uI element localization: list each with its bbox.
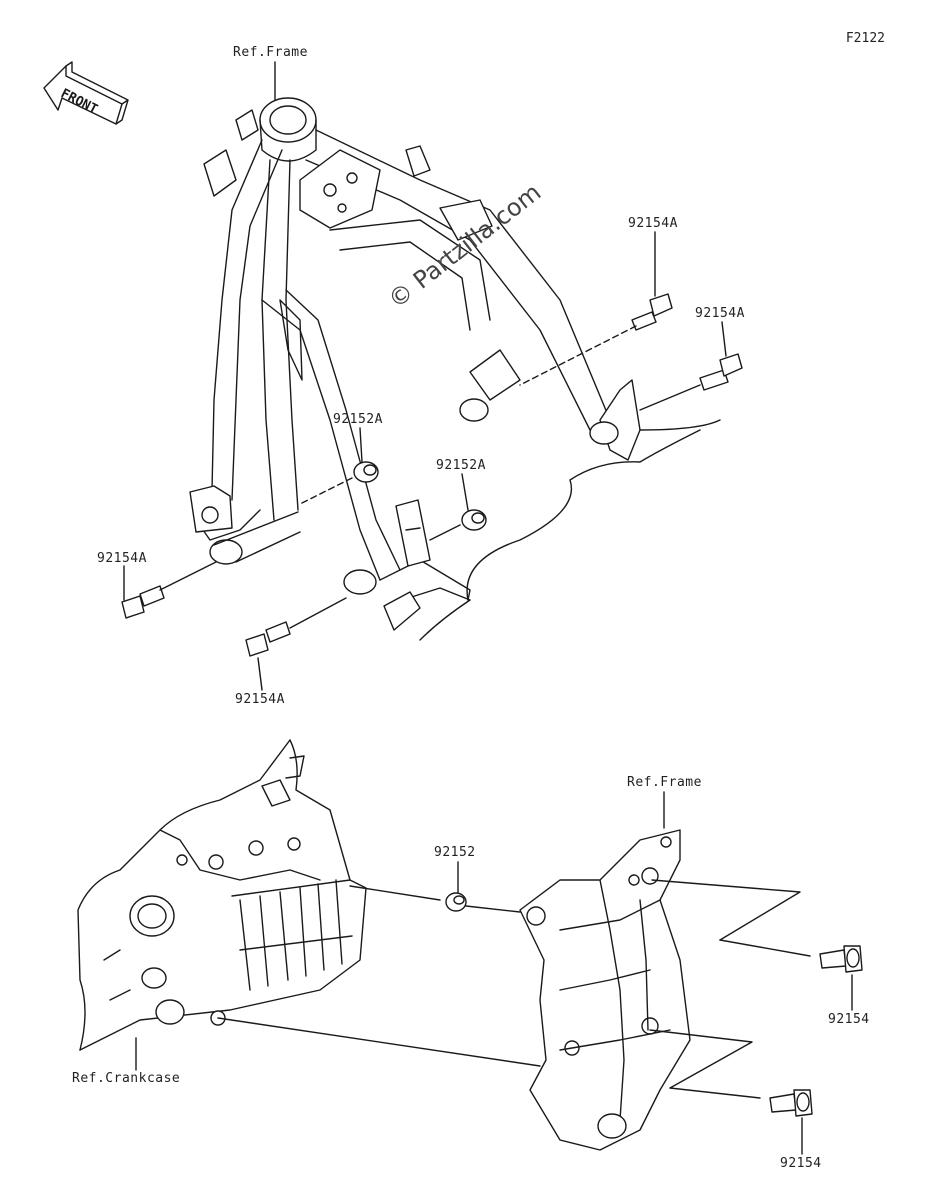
- ref-crankcase-label: Ref.Crankcase: [72, 1071, 181, 1086]
- part-92154A-bottom[interactable]: 92154A: [235, 692, 285, 707]
- bolt-upper-right-2-icon: [639, 353, 743, 411]
- part-92152-center[interactable]: 92152: [434, 845, 476, 860]
- part-92154A-right-1[interactable]: 92154A: [628, 216, 678, 231]
- bracket-plate-drawing: [519, 829, 691, 1151]
- frame-upper-drawing: [189, 97, 721, 641]
- diagram-code: F2122: [845, 31, 885, 46]
- part-92154-right-upper[interactable]: 92154: [828, 1012, 870, 1027]
- part-92152A-left[interactable]: 92152A: [333, 412, 383, 427]
- collar-right-icon: [429, 509, 487, 541]
- bolt-bottom-icon: [245, 597, 347, 657]
- bolt-right-upper-icon: [819, 945, 863, 973]
- part-92152A-right[interactable]: 92152A: [436, 458, 486, 473]
- part-92154A-left[interactable]: 92154A: [97, 551, 147, 566]
- collar-center-icon: [445, 892, 467, 912]
- part-92154-right-lower[interactable]: 92154: [780, 1156, 822, 1171]
- bolt-left-icon: [121, 561, 217, 619]
- part-92154A-right-2[interactable]: 92154A: [695, 306, 745, 321]
- ref-frame-upper-label: Ref.Frame: [233, 45, 308, 60]
- front-arrow-icon: FRONT: [43, 61, 129, 125]
- crankcase-drawing: [77, 739, 367, 1051]
- ref-frame-lower-label: Ref.Frame: [627, 775, 702, 790]
- bolt-upper-right-1-icon: [519, 293, 673, 386]
- bolt-right-lower-icon: [769, 1089, 813, 1117]
- collar-left-icon: [299, 461, 379, 505]
